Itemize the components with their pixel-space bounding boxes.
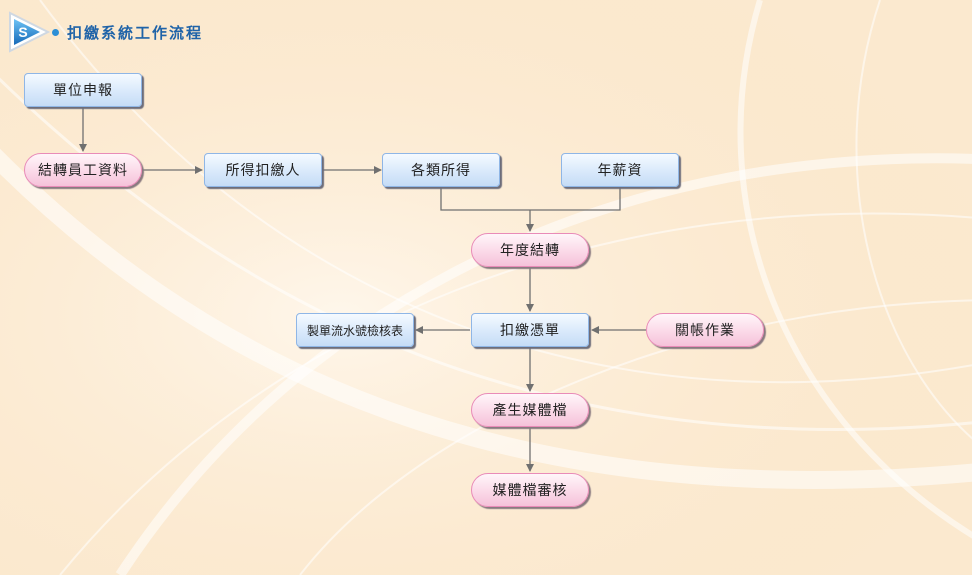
node-serial-check-table[interactable]: 製單流水號檢核表 <box>296 313 414 347</box>
node-annual-salary[interactable]: 年薪資 <box>561 153 679 187</box>
node-annual-transfer[interactable]: 年度結轉 <box>471 233 589 267</box>
node-close-account[interactable]: 關帳作業 <box>646 313 764 347</box>
node-generate-media[interactable]: 產生媒體檔 <box>471 393 589 427</box>
bracket-income-salary <box>440 188 621 211</box>
logo-text: S <box>18 24 27 40</box>
node-unit-report[interactable]: 單位申報 <box>24 73 142 107</box>
node-income-types[interactable]: 各類所得 <box>382 153 500 187</box>
page-header: S 扣繳系統工作流程 <box>6 8 203 56</box>
logo-icon: S <box>6 9 52 55</box>
node-withholding-voucher[interactable]: 扣繳憑單 <box>471 313 589 347</box>
logo-dot <box>52 28 59 36</box>
node-transfer-employee[interactable]: 結轉員工資料 <box>24 153 142 187</box>
node-media-review[interactable]: 媒體檔審核 <box>471 473 589 507</box>
page-title: 扣繳系統工作流程 <box>67 23 204 42</box>
node-income-withholder[interactable]: 所得扣繳人 <box>204 153 322 187</box>
